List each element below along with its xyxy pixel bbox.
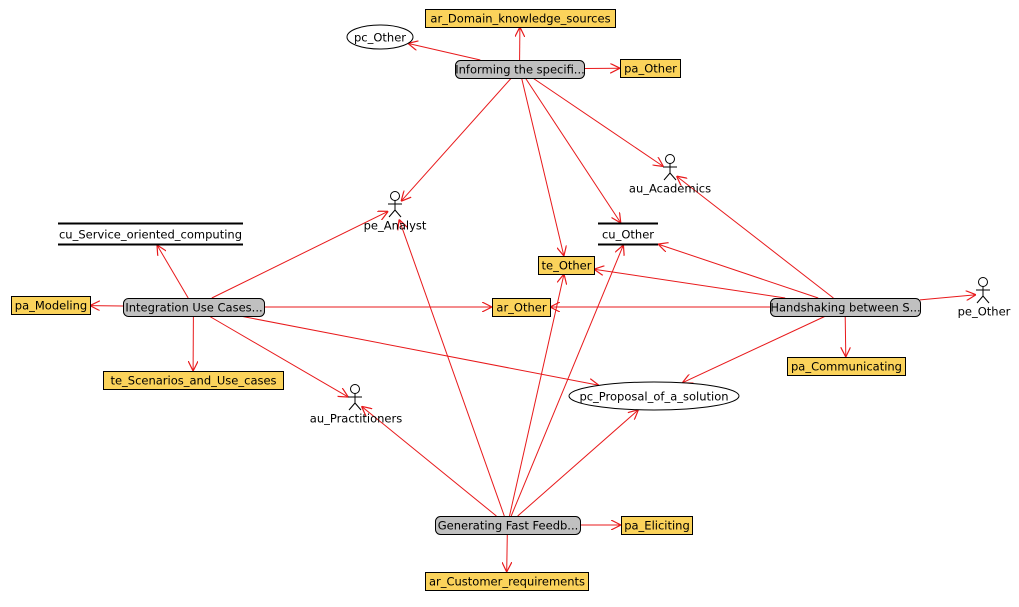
edge-integration-to-pc_proposal	[240, 315, 599, 385]
pc_proposal-label: pc_Proposal_of_a_solution	[579, 390, 728, 404]
yellow-box	[620, 59, 681, 78]
actor-icon	[976, 277, 990, 304]
pe_analyst-label: pe_Analyst	[364, 219, 427, 233]
ar_other-label: ar_Other	[496, 301, 546, 315]
edge-handshaking-to-pa_comm	[845, 315, 846, 357]
edge-generating-to-au_pract	[362, 406, 497, 517]
edge-handshaking-to-cu_other	[658, 244, 819, 299]
te_scen-label: te_Scenarios_and_Use_cases	[110, 374, 276, 388]
ar_cust-label: ar_Customer_requirements	[429, 575, 585, 589]
nodes: ar_Domain_knowledge_sources pc_OtherInfor…	[11, 9, 1011, 591]
pc_other-label: pc_Other	[354, 31, 406, 45]
node-ar-other[interactable]: ar_Other	[492, 298, 551, 317]
node-pc-other[interactable]: pc_Other	[346, 24, 414, 50]
node-generating[interactable]: Generating Fast Feedb...	[435, 516, 581, 535]
ar_domain-label: ar_Domain_knowledge_sources	[430, 12, 610, 26]
generating-label: Generating Fast Feedb...	[438, 519, 579, 533]
edge-informing-to-pc_other	[408, 43, 481, 61]
au_academics-label: au_Academics	[629, 182, 711, 196]
edge-informing-to-te_other	[521, 77, 564, 256]
edge-generating-to-te_other	[509, 274, 565, 517]
cu_soc-label: cu_Service_oriented_computing	[59, 228, 242, 242]
edge-informing-to-au_academics	[532, 77, 664, 167]
node-pa-other[interactable]: pa_Other	[620, 59, 681, 78]
edge-integration-to-pe_analyst	[211, 211, 388, 299]
edge-handshaking-to-au_academics	[677, 176, 834, 299]
edge-handshaking-to-pe_other	[919, 295, 976, 300]
node-ar-cust[interactable]: ar_Customer_requirements	[425, 572, 589, 591]
edge-integration-to-au_pract	[208, 315, 348, 397]
edge-informing-to-pe_analyst	[401, 77, 512, 201]
node-handshaking[interactable]: Handshaking between S...	[770, 298, 921, 317]
informing-label: Informing the specifi...	[455, 63, 585, 77]
actor-icon	[348, 384, 362, 411]
gray-rounded-box	[435, 516, 581, 535]
integration-label: Integration Use Cases...	[125, 301, 262, 315]
pe_other-label: pe_Other	[958, 305, 1011, 319]
node-au-academics[interactable]: au_Academics	[629, 154, 711, 196]
pa_elic-label: pa_Eliciting	[624, 519, 690, 533]
te_other-label: te_Other	[542, 259, 592, 273]
node-pc-proposal[interactable]: pc_Proposal_of_a_solution	[568, 381, 740, 411]
cu_other-label: cu_Other	[602, 228, 654, 242]
ellipse-shape	[568, 381, 740, 411]
actor-icon	[663, 154, 677, 181]
edge-integration-to-cu_soc	[157, 245, 189, 299]
yellow-box	[425, 572, 589, 591]
edge-generating-to-ar_cust	[507, 533, 508, 572]
pa_other-label: pa_Other	[624, 62, 677, 76]
yellow-box	[11, 296, 91, 315]
node-ar-domain[interactable]: ar_Domain_knowledge_sources	[425, 9, 616, 28]
edge-informing-to-cu_other	[524, 77, 620, 223]
edge-generating-to-cu_other	[510, 245, 623, 517]
yellow-box	[621, 516, 693, 535]
node-pa-elic[interactable]: pa_Eliciting	[621, 516, 693, 535]
au_pract-label: au_Practitioners	[310, 412, 402, 426]
node-cu-other[interactable]: cu_Other	[598, 222, 658, 246]
edges	[90, 27, 976, 572]
ellipse-shape	[346, 24, 414, 50]
gray-rounded-box	[770, 298, 921, 317]
node-au-pract[interactable]: au_Practitioners	[310, 384, 402, 426]
edge-generating-to-pc_proposal	[517, 410, 639, 517]
node-te-other[interactable]: te_Other	[538, 256, 595, 275]
gray-rounded-box	[455, 60, 585, 79]
yellow-box	[492, 298, 551, 317]
node-integration[interactable]: Integration Use Cases...	[123, 298, 265, 317]
node-te-scen[interactable]: te_Scenarios_and_Use_cases	[103, 371, 284, 390]
pa_comm-label: pa_Communicating	[791, 360, 902, 374]
edge-handshaking-to-pc_proposal	[682, 315, 826, 383]
handshaking-label: Handshaking between S...	[770, 301, 920, 315]
actor-icon	[388, 191, 402, 218]
node-pe-analyst[interactable]: pe_Analyst	[364, 191, 427, 233]
gray-rounded-box	[123, 298, 265, 317]
yellow-box	[103, 371, 284, 390]
node-pe-other[interactable]: pe_Other	[958, 277, 1011, 319]
node-cu-soc[interactable]: cu_Service_oriented_computing	[58, 222, 243, 246]
node-informing[interactable]: Informing the specifi...	[455, 60, 585, 79]
yellow-box	[787, 357, 906, 376]
yellow-box	[538, 256, 595, 275]
node-pa-comm[interactable]: pa_Communicating	[787, 357, 906, 376]
edge-handshaking-to-te_other	[594, 269, 786, 299]
node-pa-modeling[interactable]: pa_Modeling	[11, 296, 91, 315]
yellow-box	[425, 9, 616, 28]
edge-generating-to-pe_analyst	[399, 219, 505, 517]
pa_modeling-label: pa_Modeling	[15, 299, 87, 313]
